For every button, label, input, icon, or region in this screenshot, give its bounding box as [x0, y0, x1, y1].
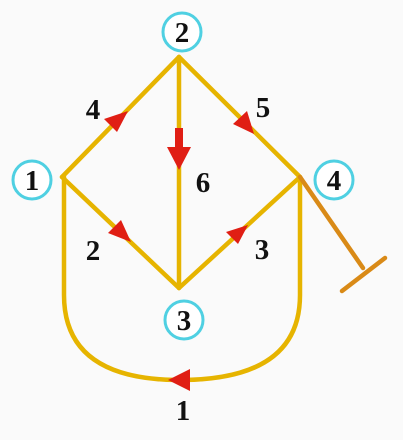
arrow-edge-1-3 — [108, 220, 131, 242]
node-label-3: 3 — [177, 305, 192, 337]
arrow-edge-4-1 — [168, 369, 190, 391]
node-label-1: 1 — [25, 165, 40, 197]
ground-bar — [339, 255, 388, 294]
ground-wire — [297, 174, 366, 271]
arrow-edge-2-3 — [167, 128, 191, 170]
node-4: 4 — [313, 159, 355, 201]
node-2: 2 — [161, 11, 203, 53]
node-3: 3 — [163, 299, 205, 341]
edge-weight-3-4: 3 — [255, 234, 270, 266]
edge-weight-2-4: 5 — [256, 92, 271, 124]
node-label-4: 4 — [327, 165, 342, 197]
node-1: 1 — [11, 159, 53, 201]
arrow-edge-1-2 — [104, 111, 128, 132]
edge-weight-1-2: 4 — [86, 94, 101, 126]
node-label-2: 2 — [175, 17, 190, 49]
edge-weight-2-3: 6 — [196, 167, 211, 199]
edge-weight-1-3: 2 — [86, 235, 101, 267]
edge-2-4 — [176, 54, 303, 180]
arrow-edge-2-4 — [233, 111, 254, 134]
edge-weight-4-1: 1 — [176, 395, 191, 427]
arrow-edge-3-4 — [226, 225, 248, 244]
